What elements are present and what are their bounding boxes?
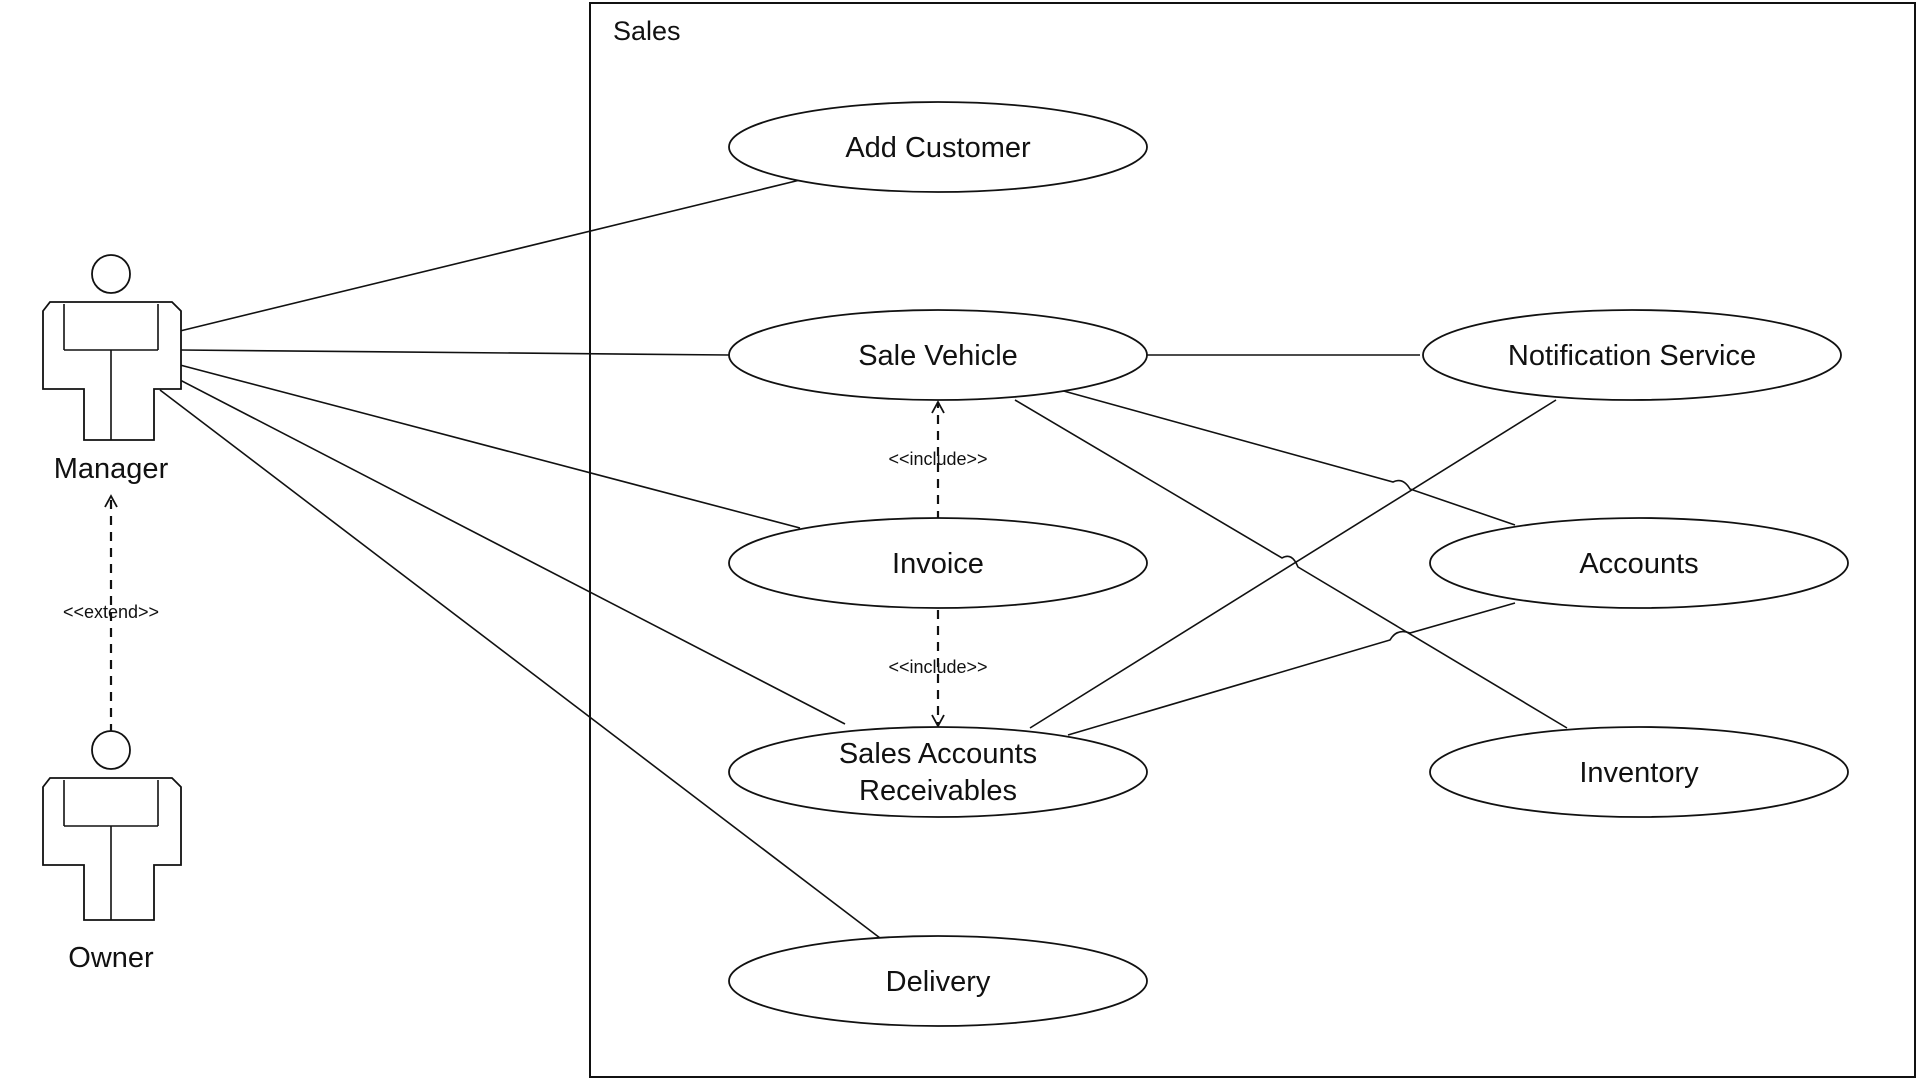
actor-owner[interactable]: Owner xyxy=(42,730,182,974)
actor-manager-body xyxy=(42,301,182,441)
assoc-sales-ar-accounts xyxy=(1067,602,1516,736)
assoc-manager-sale-vehicle xyxy=(179,349,730,356)
use-case-notification-service-label: Notification Service xyxy=(1508,340,1756,372)
system-name: Sales xyxy=(613,16,681,46)
use-case-sales-ar-label-line2: Receivables xyxy=(859,775,1017,807)
use-case-notification-service[interactable]: Notification Service xyxy=(1422,309,1842,401)
actor-manager-head xyxy=(91,254,131,294)
assoc-sales-ar-notification xyxy=(1029,399,1557,729)
actor-manager[interactable]: Manager xyxy=(42,254,182,485)
assoc-manager-invoice xyxy=(179,364,801,529)
include-label-upper: <<include>> xyxy=(888,449,987,469)
system-boundary xyxy=(589,2,1916,1078)
use-case-add-customer[interactable]: Add Customer xyxy=(728,101,1148,193)
extend-label: <<extend>> xyxy=(63,602,159,622)
actor-owner-body xyxy=(42,777,182,921)
use-case-sale-vehicle[interactable]: Sale Vehicle xyxy=(728,309,1148,401)
assoc-sale-vehicle-accounts xyxy=(1059,389,1516,526)
use-case-accounts[interactable]: Accounts xyxy=(1429,517,1849,609)
assoc-manager-sales-ar xyxy=(179,379,846,725)
actor-manager-label: Manager xyxy=(54,453,169,485)
assoc-manager-add-customer xyxy=(179,179,801,332)
use-case-delivery-label: Delivery xyxy=(886,966,991,998)
use-case-sale-vehicle-label: Sale Vehicle xyxy=(858,340,1018,372)
assoc-sale-vehicle-inventory xyxy=(1014,399,1568,729)
use-case-invoice[interactable]: Invoice xyxy=(728,517,1148,609)
use-case-invoice-label: Invoice xyxy=(892,548,984,580)
actor-owner-label: Owner xyxy=(68,942,154,974)
include-label-lower: <<include>> xyxy=(888,657,987,677)
use-case-inventory[interactable]: Inventory xyxy=(1429,726,1849,818)
use-case-sales-accounts-receivables[interactable]: Sales Accounts Receivables xyxy=(728,726,1148,818)
use-case-delivery[interactable]: Delivery xyxy=(728,935,1148,1027)
use-case-accounts-label: Accounts xyxy=(1579,548,1698,580)
assoc-manager-delivery xyxy=(159,389,881,939)
use-case-sales-ar-label-line1: Sales Accounts xyxy=(839,738,1037,770)
use-case-add-customer-label: Add Customer xyxy=(845,132,1031,164)
use-case-inventory-label: Inventory xyxy=(1579,757,1699,789)
actor-owner-head xyxy=(91,730,131,770)
